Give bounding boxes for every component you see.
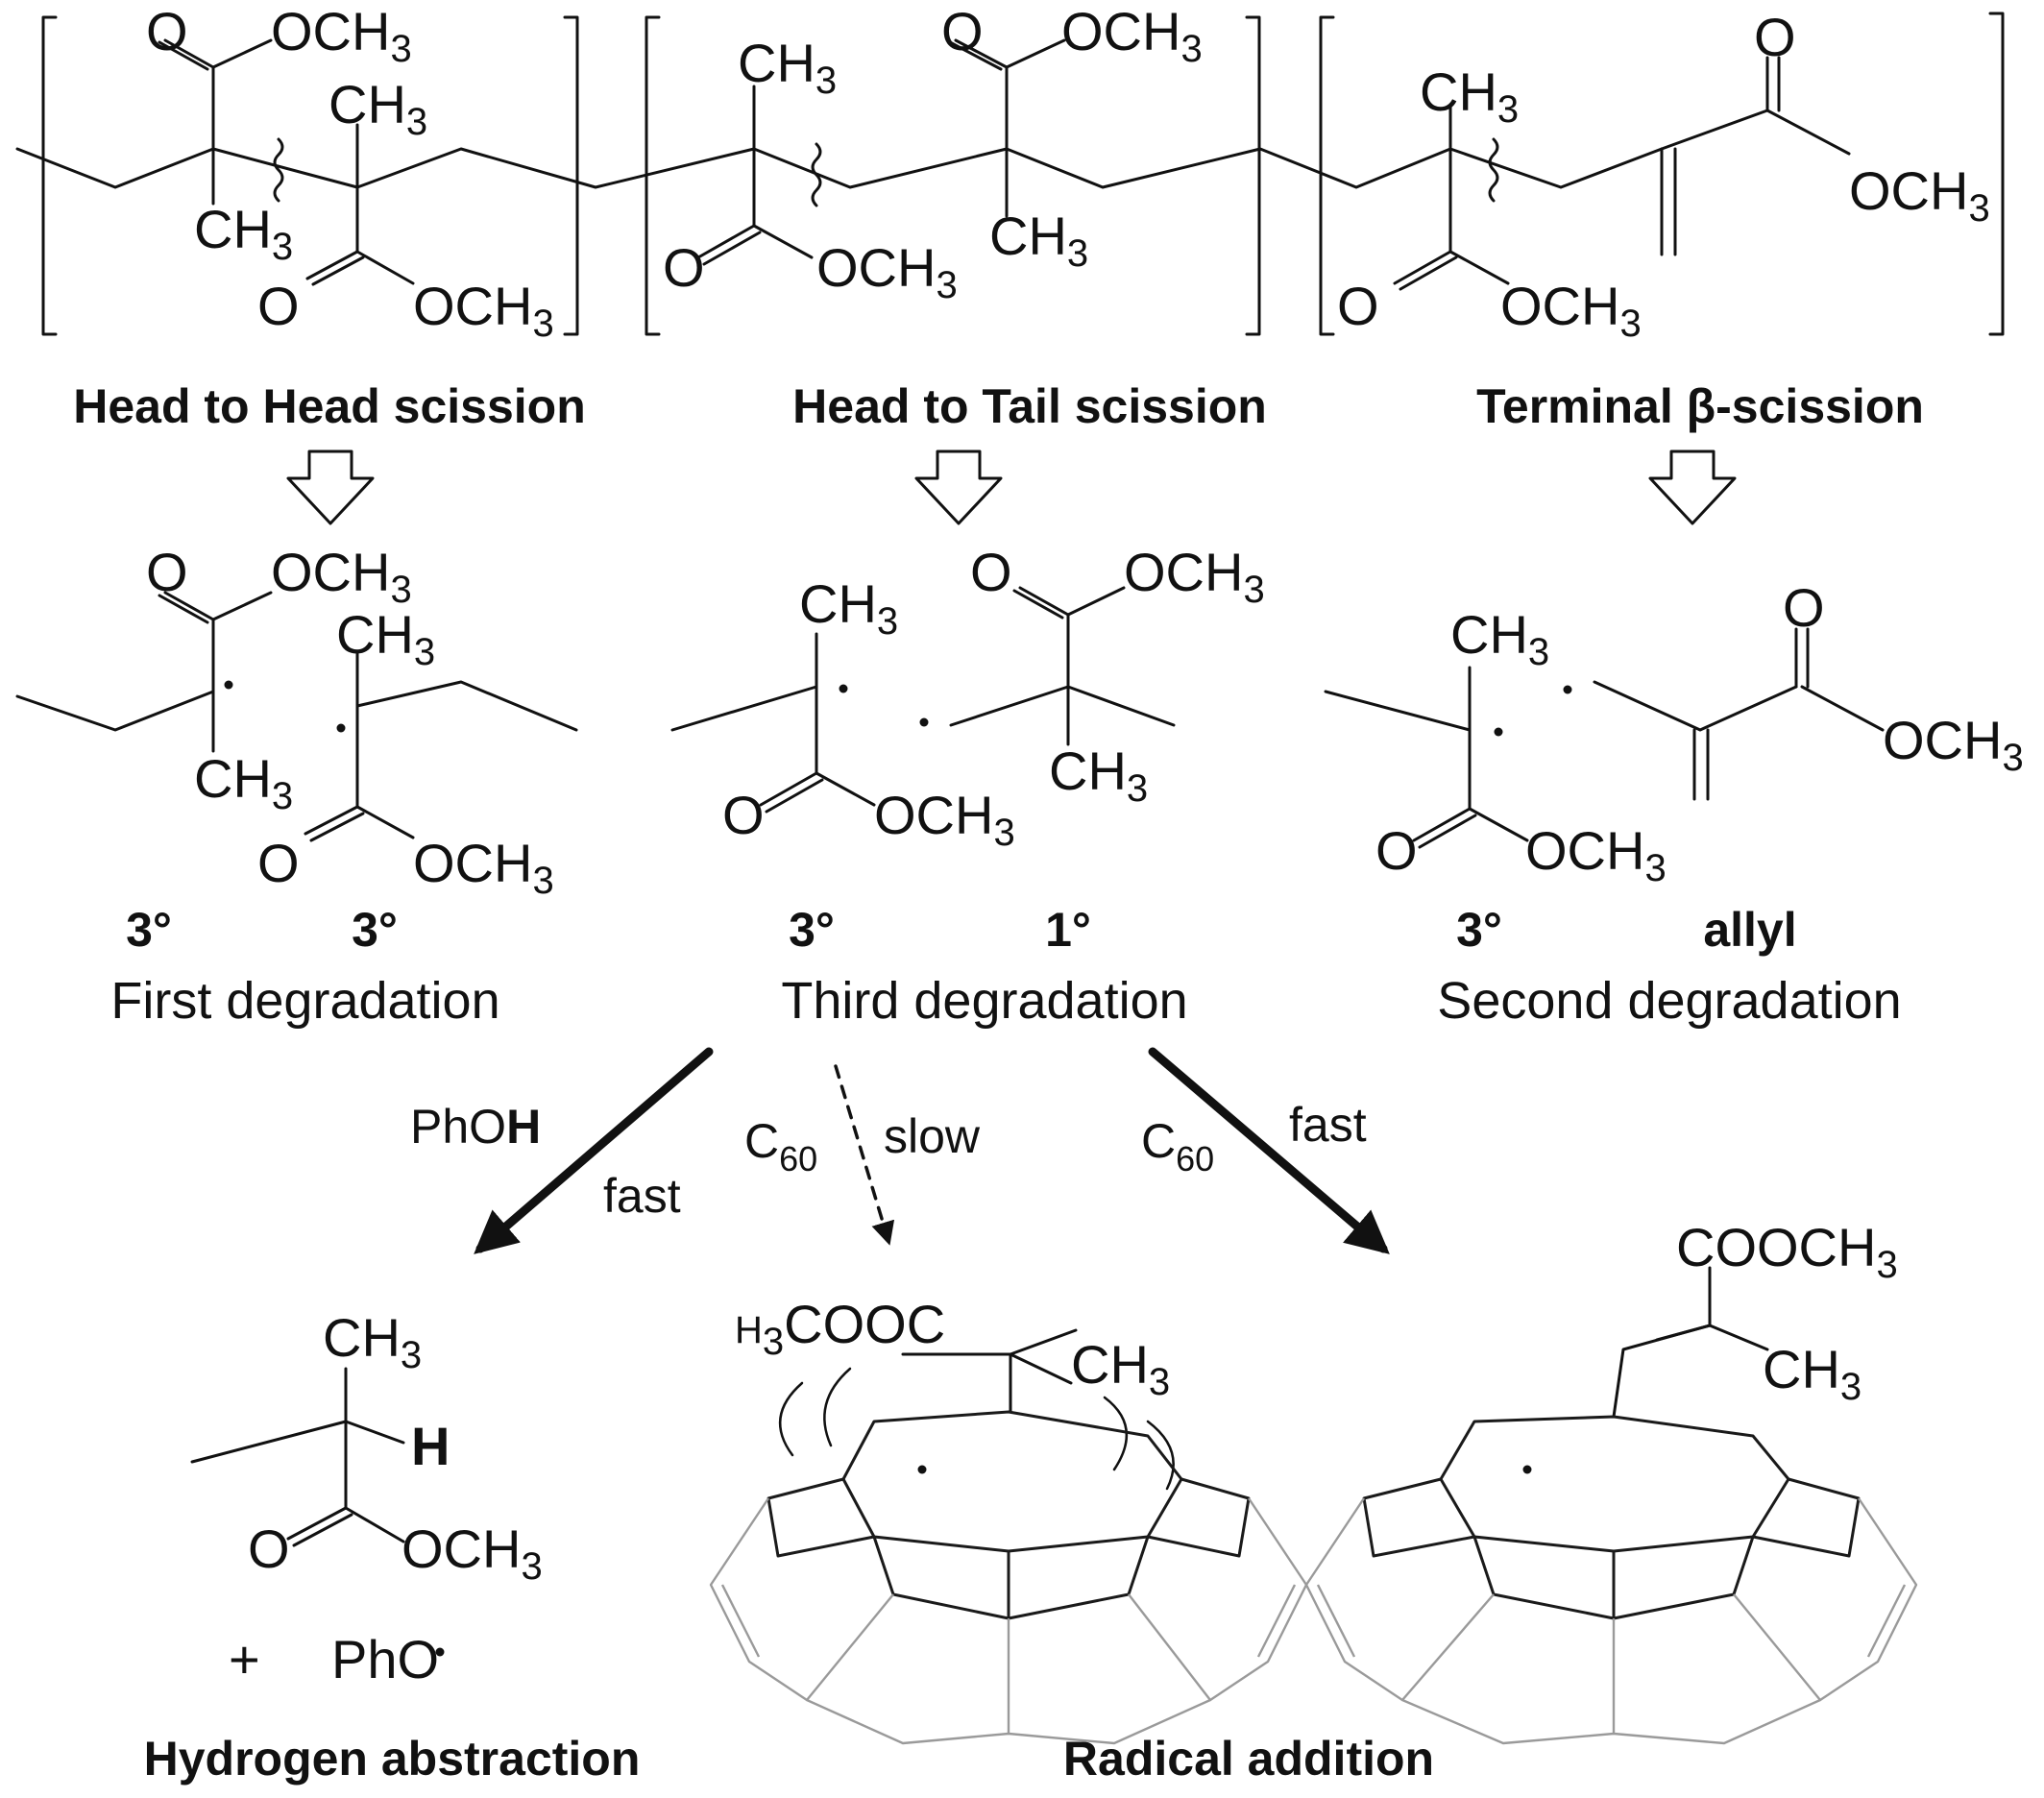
- svg-text:CH3: CH3: [1071, 1334, 1170, 1403]
- svg-text:O: O: [941, 1, 984, 61]
- second-degradation-label: Second degradation: [1437, 972, 1901, 1030]
- svg-text:CH3: CH3: [328, 74, 427, 143]
- svg-text:OCH3: OCH3: [874, 785, 1015, 854]
- rotation-arrow-right: [1103, 1396, 1129, 1471]
- radical-type-third-left: 3°: [789, 903, 835, 957]
- svg-text:CH3: CH3: [336, 604, 435, 673]
- svg-text:OCH3: OCH3: [1849, 160, 1990, 230]
- svg-text:OCH3: OCH3: [271, 1, 412, 70]
- scission-label-terminal: Terminal β-scission: [1476, 379, 1924, 433]
- condition-c60-fast: C60: [1141, 1114, 1214, 1178]
- svg-text:CH3: CH3: [989, 206, 1088, 275]
- arrow-c60-slow: [834, 1064, 895, 1246]
- svg-text:O: O: [257, 276, 300, 336]
- radical-type-first-right: 3°: [352, 903, 398, 957]
- condition-c60-slow: C60: [744, 1114, 817, 1178]
- c60-adduct-fast: COOCH3 CH3: [1304, 1217, 1918, 1745]
- condition-fast-left: fast: [603, 1169, 681, 1223]
- svg-text:CH3: CH3: [323, 1307, 422, 1376]
- svg-text:PhO: PhO: [331, 1629, 439, 1689]
- bracket-2-right: [1245, 15, 1261, 336]
- scission-label-head-to-head: Head to Head scission: [73, 379, 586, 433]
- condition-fast-right: fast: [1289, 1098, 1367, 1152]
- scission-wavy-2: [811, 142, 822, 207]
- bracket-3-left: [1319, 15, 1335, 336]
- open-arrow-2: [914, 450, 1003, 525]
- svg-text:O: O: [1337, 276, 1379, 336]
- open-arrow-1: [286, 450, 375, 525]
- radical-structures: O OCH3 CH3 CH3 O OCH3 CH3 O OCH3 O OCH3 …: [15, 542, 2024, 902]
- radical-type-second-right: allyl: [1703, 903, 1796, 957]
- svg-text:O: O: [1754, 7, 1796, 67]
- svg-text:CH3: CH3: [194, 199, 293, 268]
- svg-text:CH3: CH3: [1420, 61, 1519, 131]
- scission-label-head-to-tail: Head to Tail scission: [792, 379, 1267, 433]
- bracket-1-right: [563, 15, 579, 336]
- svg-text:CH3: CH3: [194, 748, 293, 817]
- arrow-c60-fast: [1148, 1047, 1390, 1254]
- svg-text:O: O: [257, 833, 300, 893]
- svg-text:OCH3: OCH3: [1061, 1, 1203, 70]
- svg-text:OCH3: OCH3: [1883, 710, 2024, 779]
- rotation-arrow-left: [778, 1381, 804, 1457]
- radical-type-second-left: 3°: [1456, 903, 1502, 957]
- hydrogen-abstraction-product: CH3 H O OCH3 + PhO: [190, 1307, 543, 1689]
- first-degradation-label: First degradation: [110, 972, 499, 1030]
- c60-adduct-slow: H3COOC CH3: [709, 1294, 1308, 1745]
- svg-text:O: O: [970, 542, 1012, 602]
- svg-text:OCH3: OCH3: [413, 833, 554, 902]
- svg-text:O: O: [1375, 820, 1418, 881]
- svg-text:H: H: [411, 1416, 450, 1476]
- svg-text:O: O: [146, 542, 188, 602]
- svg-text:O: O: [1783, 577, 1825, 638]
- svg-text:OCH3: OCH3: [1525, 820, 1667, 889]
- radical-type-third-right: 1°: [1045, 903, 1091, 957]
- scission-wavy-3: [1488, 137, 1499, 203]
- condition-slow: slow: [884, 1109, 981, 1163]
- open-arrow-3: [1648, 450, 1737, 525]
- svg-text:O: O: [663, 237, 705, 298]
- svg-text:O: O: [146, 1, 188, 61]
- third-degradation-label: Third degradation: [781, 972, 1187, 1030]
- bracket-1-left: [41, 15, 58, 336]
- arrow-hydrogen-abstraction: [474, 1047, 714, 1254]
- svg-text:H3COOC: H3COOC: [735, 1294, 945, 1363]
- hydrogen-abstraction-label: Hydrogen abstraction: [144, 1732, 641, 1786]
- condition-phoh: PhOH: [410, 1100, 541, 1154]
- svg-text:CH3: CH3: [1763, 1339, 1862, 1408]
- svg-text:OCH3: OCH3: [402, 1519, 543, 1588]
- radical-addition-label: Radical addition: [1063, 1732, 1434, 1786]
- svg-text:CH3: CH3: [799, 573, 898, 643]
- svg-text:CH3: CH3: [1049, 741, 1148, 810]
- svg-text:+: +: [229, 1629, 260, 1689]
- bracket-3-right: [1988, 12, 2005, 336]
- svg-text:CH3: CH3: [738, 33, 837, 102]
- svg-text:O: O: [248, 1519, 290, 1579]
- svg-text:COOCH3: COOCH3: [1676, 1217, 1898, 1286]
- scission-wavy-1: [273, 137, 284, 203]
- svg-text:CH3: CH3: [1450, 604, 1549, 673]
- svg-text:OCH3: OCH3: [1500, 276, 1642, 345]
- backbone: [15, 147, 1664, 189]
- svg-text:OCH3: OCH3: [413, 276, 554, 345]
- svg-text:OCH3: OCH3: [1124, 542, 1265, 611]
- polymer-chain: O OCH3 CH3 CH3 O OCH3 CH3 O OCH3 O OCH3 …: [15, 1, 2005, 345]
- svg-text:OCH3: OCH3: [816, 237, 958, 306]
- radical-type-first-left: 3°: [126, 903, 172, 957]
- svg-text:OCH3: OCH3: [271, 542, 412, 611]
- svg-text:O: O: [722, 785, 765, 845]
